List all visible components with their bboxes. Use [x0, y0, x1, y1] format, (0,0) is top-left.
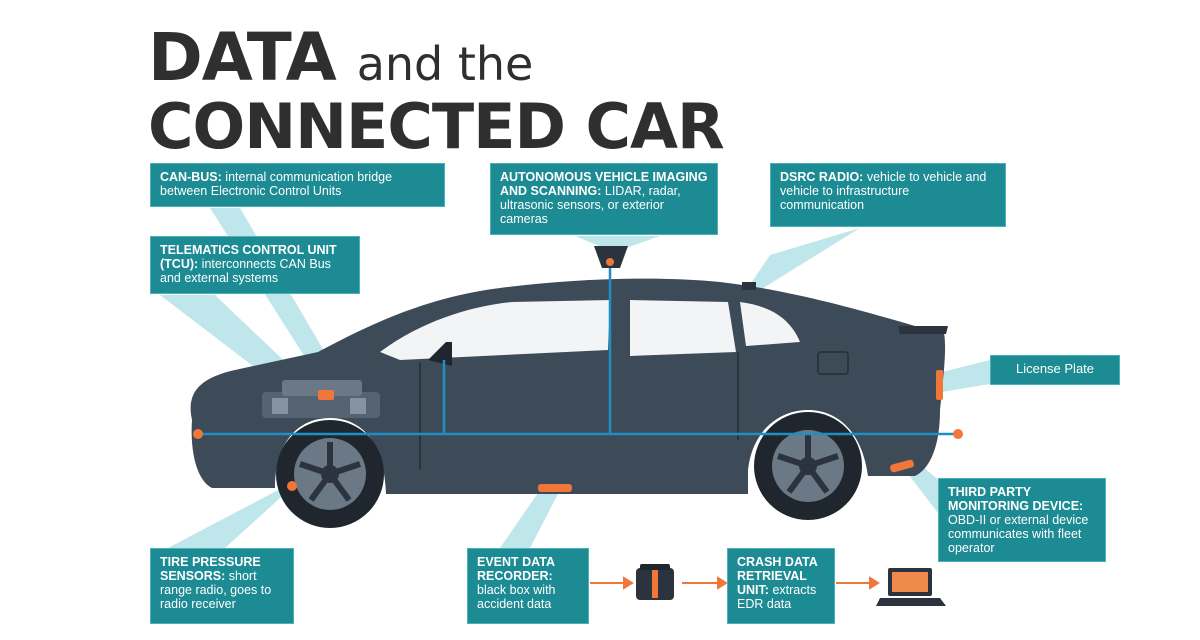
side-mirror	[428, 342, 452, 366]
lidar-sensor-icon	[606, 258, 614, 266]
edr-sensor-icon	[538, 484, 572, 492]
callout-beams	[160, 208, 990, 548]
door-lines	[419, 352, 739, 470]
can-bus-heading: CAN-BUS:	[160, 170, 222, 184]
rear-spoke-5	[777, 453, 809, 469]
black-box-top	[640, 564, 670, 570]
front-bumper-sensor-icon	[193, 429, 203, 439]
title-line-2: CONNECTED CAR	[148, 90, 725, 163]
laptop-display	[892, 572, 928, 592]
engine-part-1	[272, 398, 288, 414]
quarter-window	[740, 302, 800, 346]
crash-data-heading: CRASH DATA RETRIEVAL UNIT:	[737, 555, 818, 597]
can-bus-text: internal communication bridge between El…	[160, 170, 393, 198]
event-data-heading: EVENT DATA RECORDER:	[477, 555, 555, 583]
rear-spoke-4	[786, 464, 811, 494]
callout-dsrc: DSRC RADIO: vehicle to vehicle and vehic…	[770, 163, 1006, 227]
tire-pressure-heading: TIRE PRESSURE SENSORS:	[160, 555, 261, 583]
rear-wheel	[754, 412, 862, 520]
license-plate-text: License Plate	[1015, 361, 1095, 376]
rear-spokes	[777, 434, 839, 494]
beam-event	[500, 490, 560, 548]
front-window	[380, 300, 610, 360]
title-data: DATA	[148, 19, 337, 96]
tire-pressure-sensor-icon	[287, 481, 297, 491]
engine-top	[282, 380, 362, 396]
spoiler	[898, 326, 948, 334]
title-and-the: and the	[356, 37, 534, 91]
fuel-door	[817, 351, 849, 375]
beam-license	[942, 360, 990, 392]
dsrc-text: vehicle to vehicle and vehicle to infras…	[780, 170, 987, 212]
front-spoke-2	[329, 461, 361, 477]
laptop-base	[876, 598, 946, 606]
callout-tcu: TELEMATICS CONTROL UNIT (TCU): interconn…	[150, 236, 360, 294]
callout-event-data: EVENT DATA RECORDER: black box with acci…	[467, 548, 589, 624]
front-spoke-3	[327, 472, 352, 502]
tcu-sensor-icon	[318, 390, 334, 400]
obd-sensor-icon	[890, 459, 914, 473]
title-line-1: DATA and the	[148, 22, 533, 100]
third-party-heading: THIRD PARTY MONITORING DEVICE:	[948, 485, 1084, 513]
rear-bumper-sensor-icon	[953, 429, 963, 439]
black-box-band	[652, 570, 658, 598]
sensors	[193, 258, 963, 492]
dsrc-antenna	[742, 282, 756, 290]
callout-autonomous: AUTONOMOUS VEHICLE IMAGING AND SCANNING:…	[490, 163, 718, 235]
beam-tire	[168, 480, 300, 548]
can-bus-lines	[198, 268, 958, 436]
arrows	[590, 576, 880, 590]
tcu-text: interconnects CAN Bus and external syste…	[160, 257, 331, 285]
arrow-right-head-3	[869, 576, 880, 590]
license-plate-icon	[936, 370, 943, 400]
event-data-text: black box with accident data	[477, 583, 556, 611]
tire-pressure-text: short range radio, goes to radio receive…	[160, 569, 272, 611]
callout-third-party: THIRD PARTY MONITORING DEVICE: OBD-II or…	[938, 478, 1106, 562]
beam-dsrc	[745, 228, 860, 292]
arrow-right-head-1	[623, 576, 634, 590]
dsrc-heading: DSRC RADIO:	[780, 170, 864, 184]
front-spoke-5	[299, 461, 331, 477]
engine-part-2	[350, 398, 366, 414]
rear-spoke-3	[805, 464, 830, 494]
engine-block	[262, 380, 380, 418]
lidar-unit	[594, 246, 628, 268]
rear-window	[630, 300, 736, 356]
arrow-right-head-2	[717, 576, 728, 590]
laptop-icon	[876, 568, 946, 606]
beam-autonomous	[575, 236, 660, 248]
front-spokes	[299, 442, 361, 502]
tcu-heading: TELEMATICS CONTROL UNIT (TCU):	[160, 243, 337, 271]
front-wheel	[276, 420, 384, 528]
autonomous-text: LIDAR, radar, ultrasonic sensors, or ext…	[500, 184, 681, 226]
black-box-icon	[636, 564, 674, 600]
crash-data-text: extracts EDR data	[737, 583, 817, 611]
third-party-text: OBD-II or external device communicates w…	[948, 513, 1089, 555]
callout-crash-data: CRASH DATA RETRIEVAL UNIT: extracts EDR …	[727, 548, 835, 624]
front-spoke-4	[308, 472, 333, 502]
callout-can-bus: CAN-BUS: internal communication bridge b…	[150, 163, 445, 207]
callout-license-plate: License Plate	[990, 355, 1120, 385]
rear-spoke-2	[807, 453, 839, 469]
autonomous-heading: AUTONOMOUS VEHICLE IMAGING AND SCANNING:	[500, 170, 708, 198]
callout-tire-pressure: TIRE PRESSURE SENSORS: short range radio…	[150, 548, 294, 624]
